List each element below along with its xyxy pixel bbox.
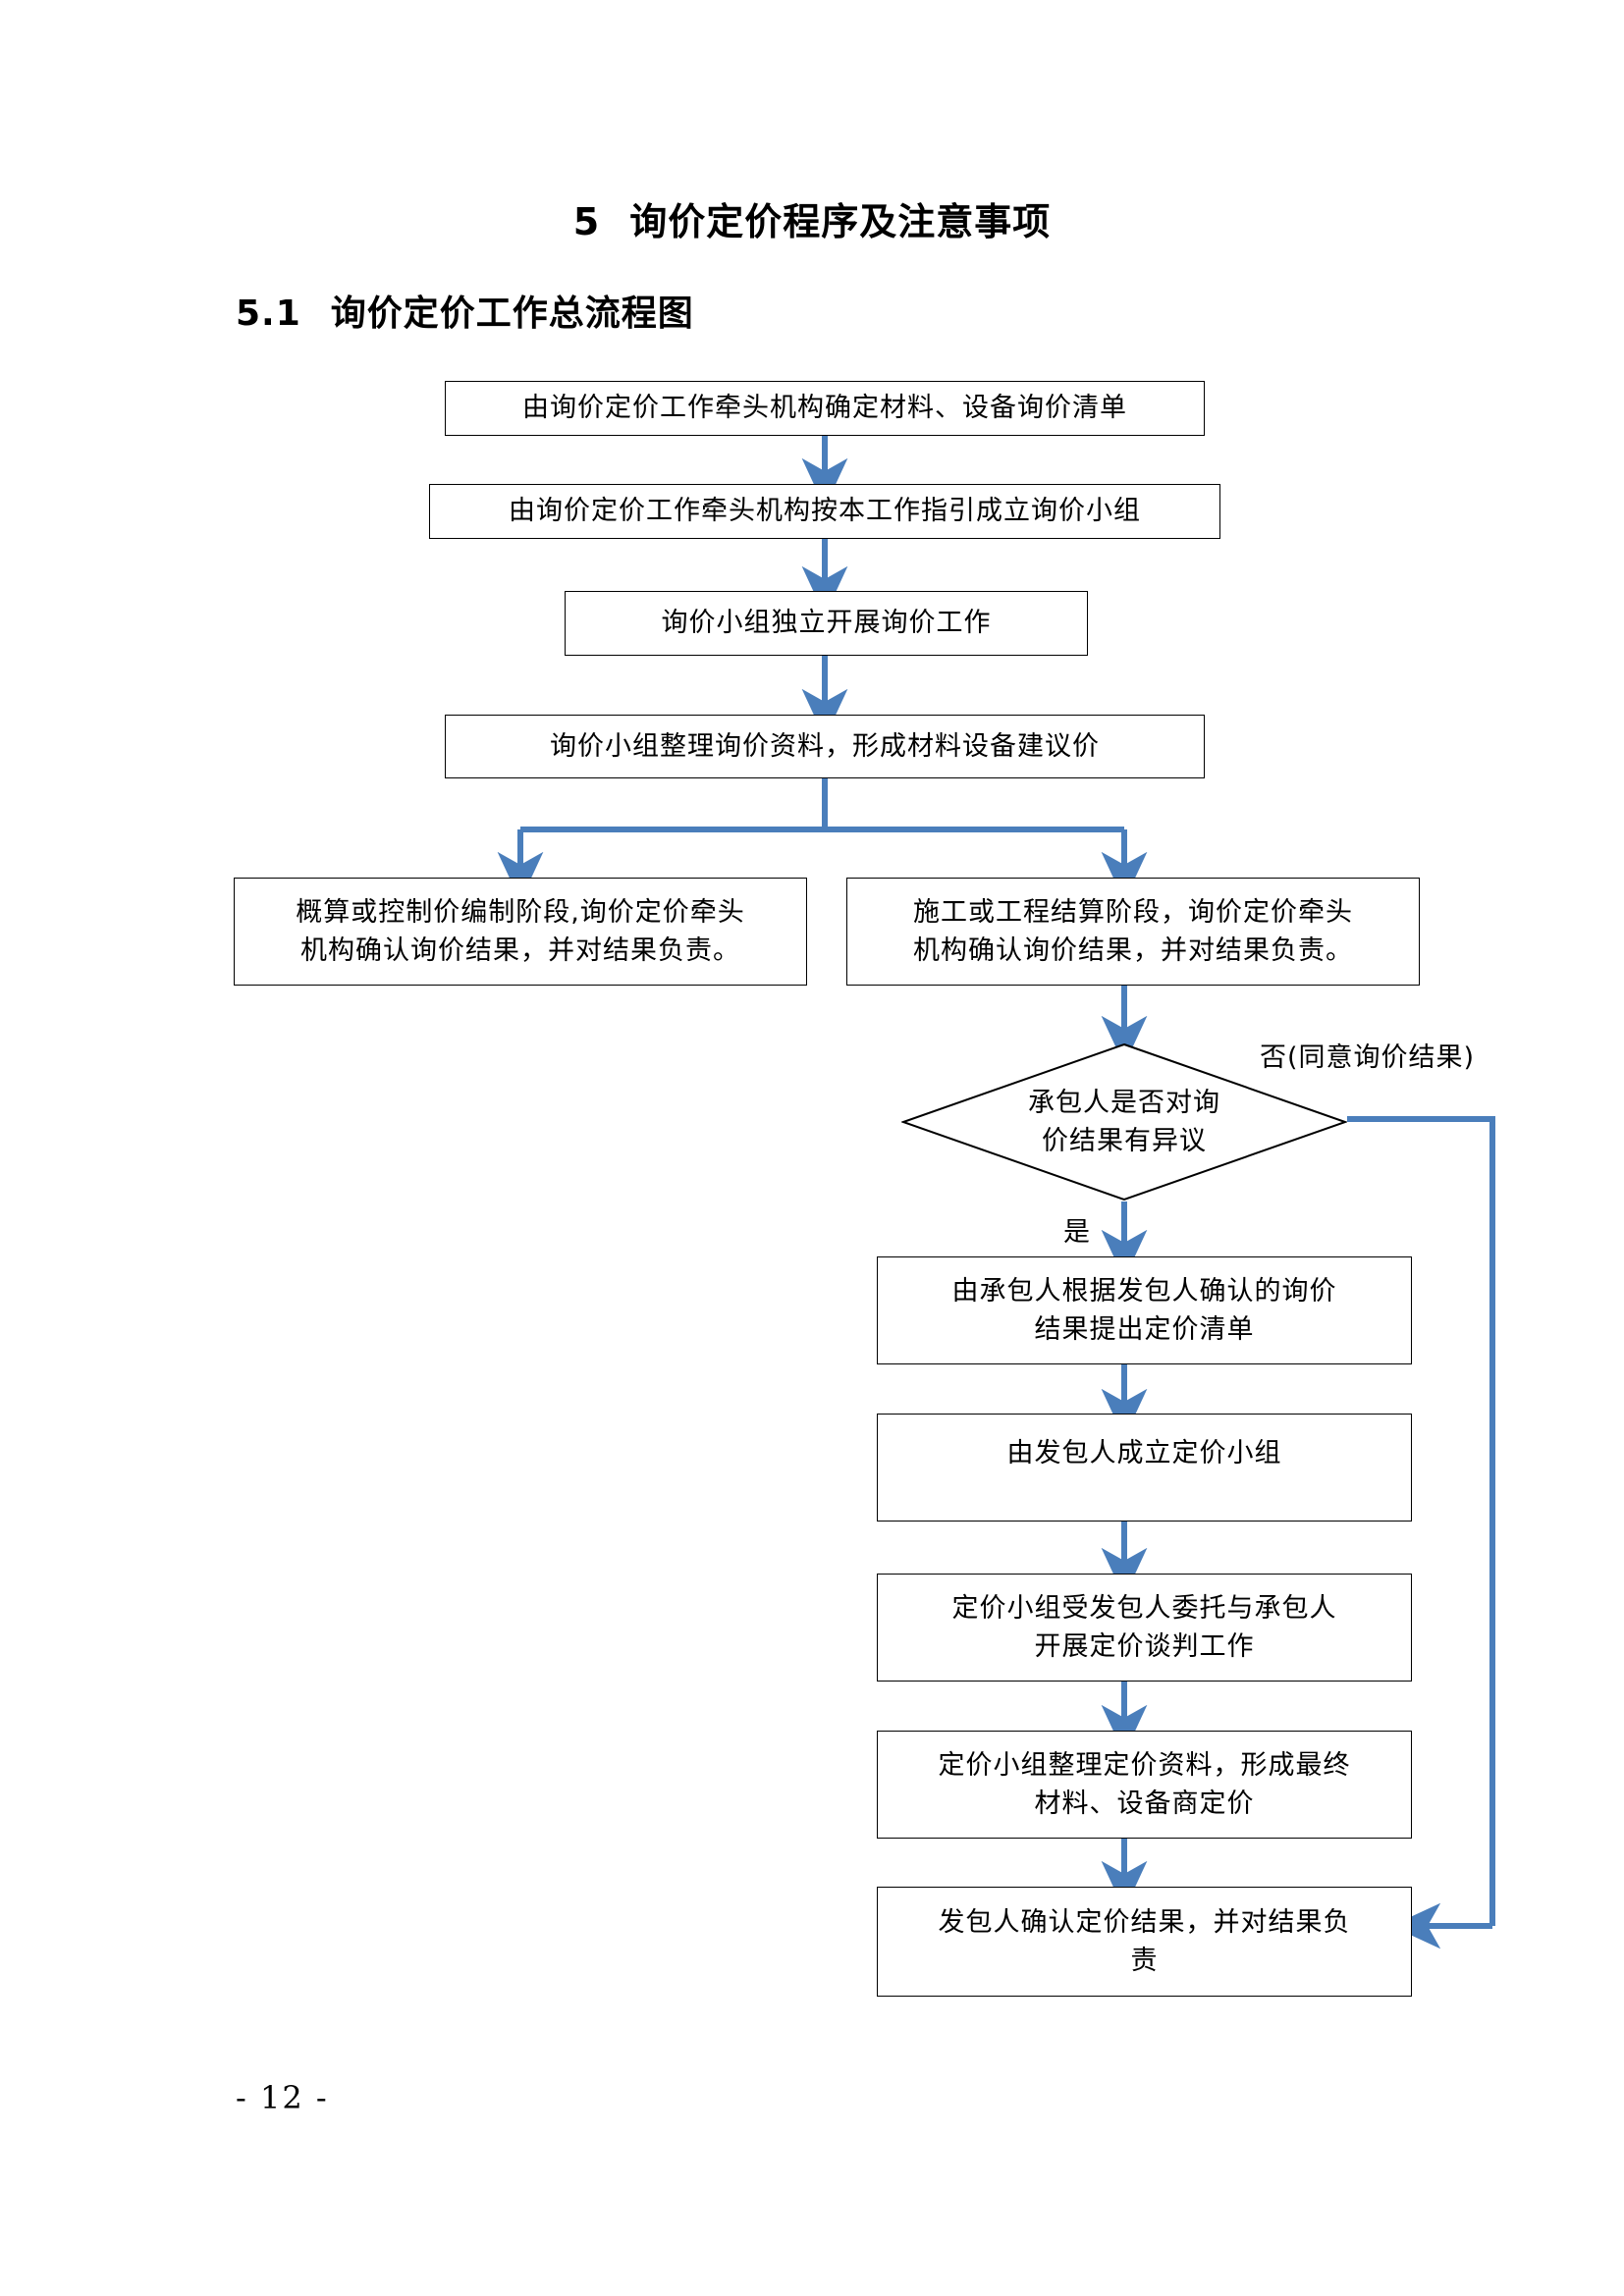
section-heading-number: 5.1 xyxy=(236,294,301,334)
flow-node-4[interactable]: 询价小组整理询价资料，形成材料设备建议价 xyxy=(445,715,1205,778)
flow-node-12-line2: 责 xyxy=(1130,1946,1159,1976)
flow-node-5-line1: 概算或控制价编制阶段,询价定价牵头 xyxy=(296,896,745,928)
flow-node-6[interactable]: 施工或工程结算阶段，询价定价牵头 机构确认询价结果，并对结果负责。 xyxy=(846,878,1420,986)
flow-node-9[interactable]: 由发包人成立定价小组 xyxy=(877,1414,1412,1522)
flow-node-5[interactable]: 概算或控制价编制阶段,询价定价牵头 机构确认询价结果，并对结果负责。 xyxy=(234,878,807,986)
flow-node-1[interactable]: 由询价定价工作牵头机构确定材料、设备询价清单 xyxy=(445,381,1205,436)
flow-node-8-line1: 由承包人根据发包人确认的询价 xyxy=(951,1275,1337,1307)
flow-node-2-label: 由询价定价工作牵头机构按本工作指引成立询价小组 xyxy=(509,496,1141,527)
flow-node-6-line1: 施工或工程结算阶段，询价定价牵头 xyxy=(913,896,1353,928)
flow-node-11-line2: 材料、设备商定价 xyxy=(1034,1789,1255,1819)
flow-node-6-line2: 机构确认询价结果，并对结果负责。 xyxy=(913,935,1353,966)
flow-node-12-line1: 发包人确认定价结果，并对结果负 xyxy=(938,1906,1351,1938)
flow-node-2[interactable]: 由询价定价工作牵头机构按本工作指引成立询价小组 xyxy=(429,484,1220,539)
flow-node-3-label: 询价小组独立开展询价工作 xyxy=(661,608,992,639)
flow-node-9-label: 由发包人成立定价小组 xyxy=(1006,1438,1282,1468)
flow-node-10[interactable]: 定价小组受发包人委托与承包人 开展定价谈判工作 xyxy=(877,1574,1412,1682)
flow-node-1-label: 由询价定价工作牵头机构确定材料、设备询价清单 xyxy=(522,393,1127,424)
flow-node-5-line2: 机构确认询价结果，并对结果负责。 xyxy=(300,935,740,966)
page-title: 5 询价定价程序及注意事项 xyxy=(0,191,1624,245)
section-heading: 5.1 询价定价工作总流程图 xyxy=(236,285,694,336)
flow-node-8[interactable]: 由承包人根据发包人确认的询价 结果提出定价清单 xyxy=(877,1256,1412,1364)
section-heading-text: 询价定价工作总流程图 xyxy=(330,294,694,334)
flow-node-10-line2: 开展定价谈判工作 xyxy=(1034,1631,1255,1662)
flow-node-3[interactable]: 询价小组独立开展询价工作 xyxy=(565,591,1088,656)
page-number: - 12 - xyxy=(236,2079,329,2116)
flow-node-11[interactable]: 定价小组整理定价资料，形成最终 材料、设备商定价 xyxy=(877,1731,1412,1839)
flow-node-10-line1: 定价小组受发包人委托与承包人 xyxy=(951,1592,1337,1624)
flow-node-8-line2: 结果提出定价清单 xyxy=(1034,1314,1255,1345)
edge-label-no: 否(同意询价结果) xyxy=(1260,1042,1476,1073)
flow-node-12[interactable]: 发包人确认定价结果，并对结果负 责 xyxy=(877,1887,1412,1997)
page-title-text: 询价定价程序及注意事项 xyxy=(629,200,1052,243)
flow-node-11-line1: 定价小组整理定价资料，形成最终 xyxy=(938,1749,1351,1781)
edge-label-yes: 是 xyxy=(1063,1217,1091,1248)
flow-node-4-label: 询价小组整理询价资料，形成材料设备建议价 xyxy=(550,730,1100,762)
page-title-number: 5 xyxy=(572,200,601,243)
